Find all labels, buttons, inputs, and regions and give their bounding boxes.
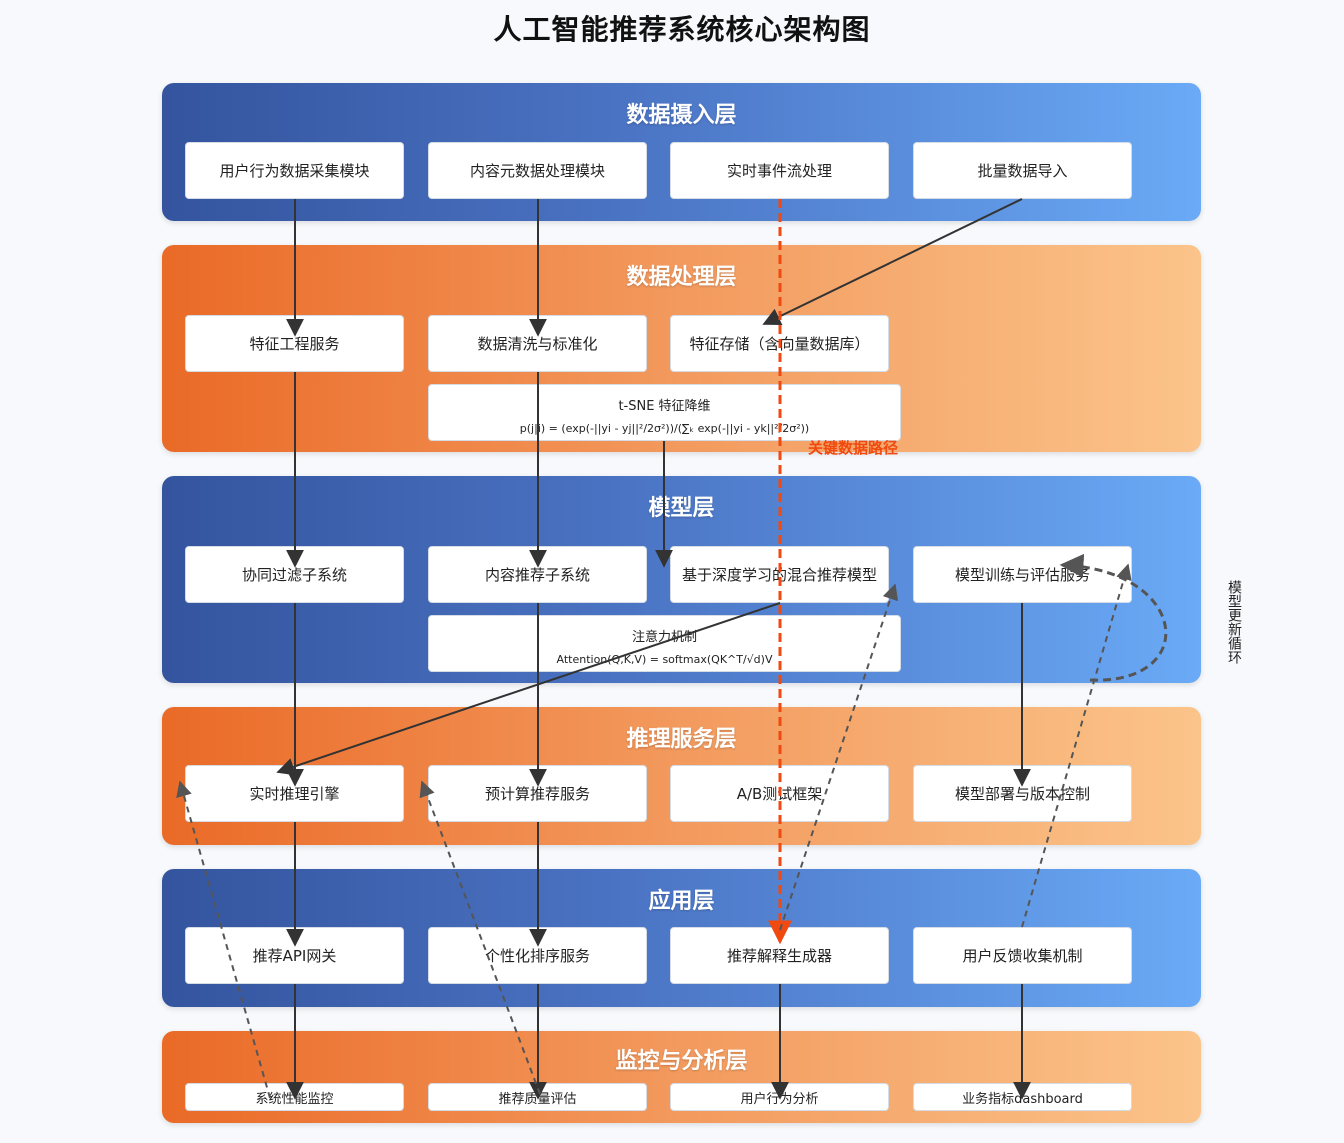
layer-process-title: 数据处理层: [626, 265, 737, 290]
critical-path-label: 关键数据路径: [808, 439, 899, 457]
feedback-monitor-to-inference: [176, 780, 271, 1099]
box-api-gateway[interactable]: 推荐API网关: [185, 927, 404, 984]
arrow-hybrid-to-inference: [276, 602, 781, 776]
box-user-behavior-collection[interactable]: 用户行为数据采集模块: [185, 142, 404, 199]
tsne-title: t-SNE 特征降维: [618, 399, 711, 414]
box-personalized-ranking[interactable]: 个性化排序服务: [428, 927, 647, 984]
attention-title: 注意力机制: [631, 630, 697, 645]
feedback-explanation-to-hybrid: [779, 583, 899, 931]
box-data-cleaning[interactable]: 数据清洗与标准化: [428, 315, 647, 372]
feedback-collection-to-training: [1021, 563, 1132, 928]
page-title: 人工智能推荐系统核心架构图: [493, 13, 871, 46]
arrow-batch-to-featurestore: [762, 198, 1023, 326]
box-model-training[interactable]: 模型训练与评估服务: [913, 546, 1132, 603]
update-loop-label: 模型更新循环: [1226, 580, 1242, 664]
box-precomputed-recommendation[interactable]: 预计算推荐服务: [428, 765, 647, 822]
feedback-quality-to-precompute: [419, 780, 541, 1095]
layer-serving-title: 推理服务层: [626, 727, 737, 752]
layer-app-title: 应用层: [648, 889, 715, 914]
box-tsne[interactable]: t-SNE 特征降维 p(j|i) = (exp(-||yi - yj||²/2…: [428, 384, 901, 441]
box-feedback-collection[interactable]: 用户反馈收集机制: [913, 927, 1132, 984]
box-content-metadata[interactable]: 内容元数据处理模块: [428, 142, 647, 199]
box-realtime-stream[interactable]: 实时事件流处理: [670, 142, 889, 199]
layer-model-title: 模型层: [648, 496, 715, 521]
attention-formula: Attention(Q,K,V) = softmax(QK^T/√d)V: [556, 653, 773, 666]
layer-ingest-title: 数据摄入层: [626, 103, 737, 128]
tsne-formula: p(j|i) = (exp(-||yi - yj||²/2σ²))/(∑ₖ ex…: [519, 422, 810, 435]
box-attention[interactable]: 注意力机制 Attention(Q,K,V) = softmax(QK^T/√d…: [428, 615, 901, 672]
layer-monitor-title: 监控与分析层: [615, 1049, 748, 1074]
model-update-loop: [1059, 553, 1168, 682]
box-batch-import[interactable]: 批量数据导入: [913, 142, 1132, 199]
